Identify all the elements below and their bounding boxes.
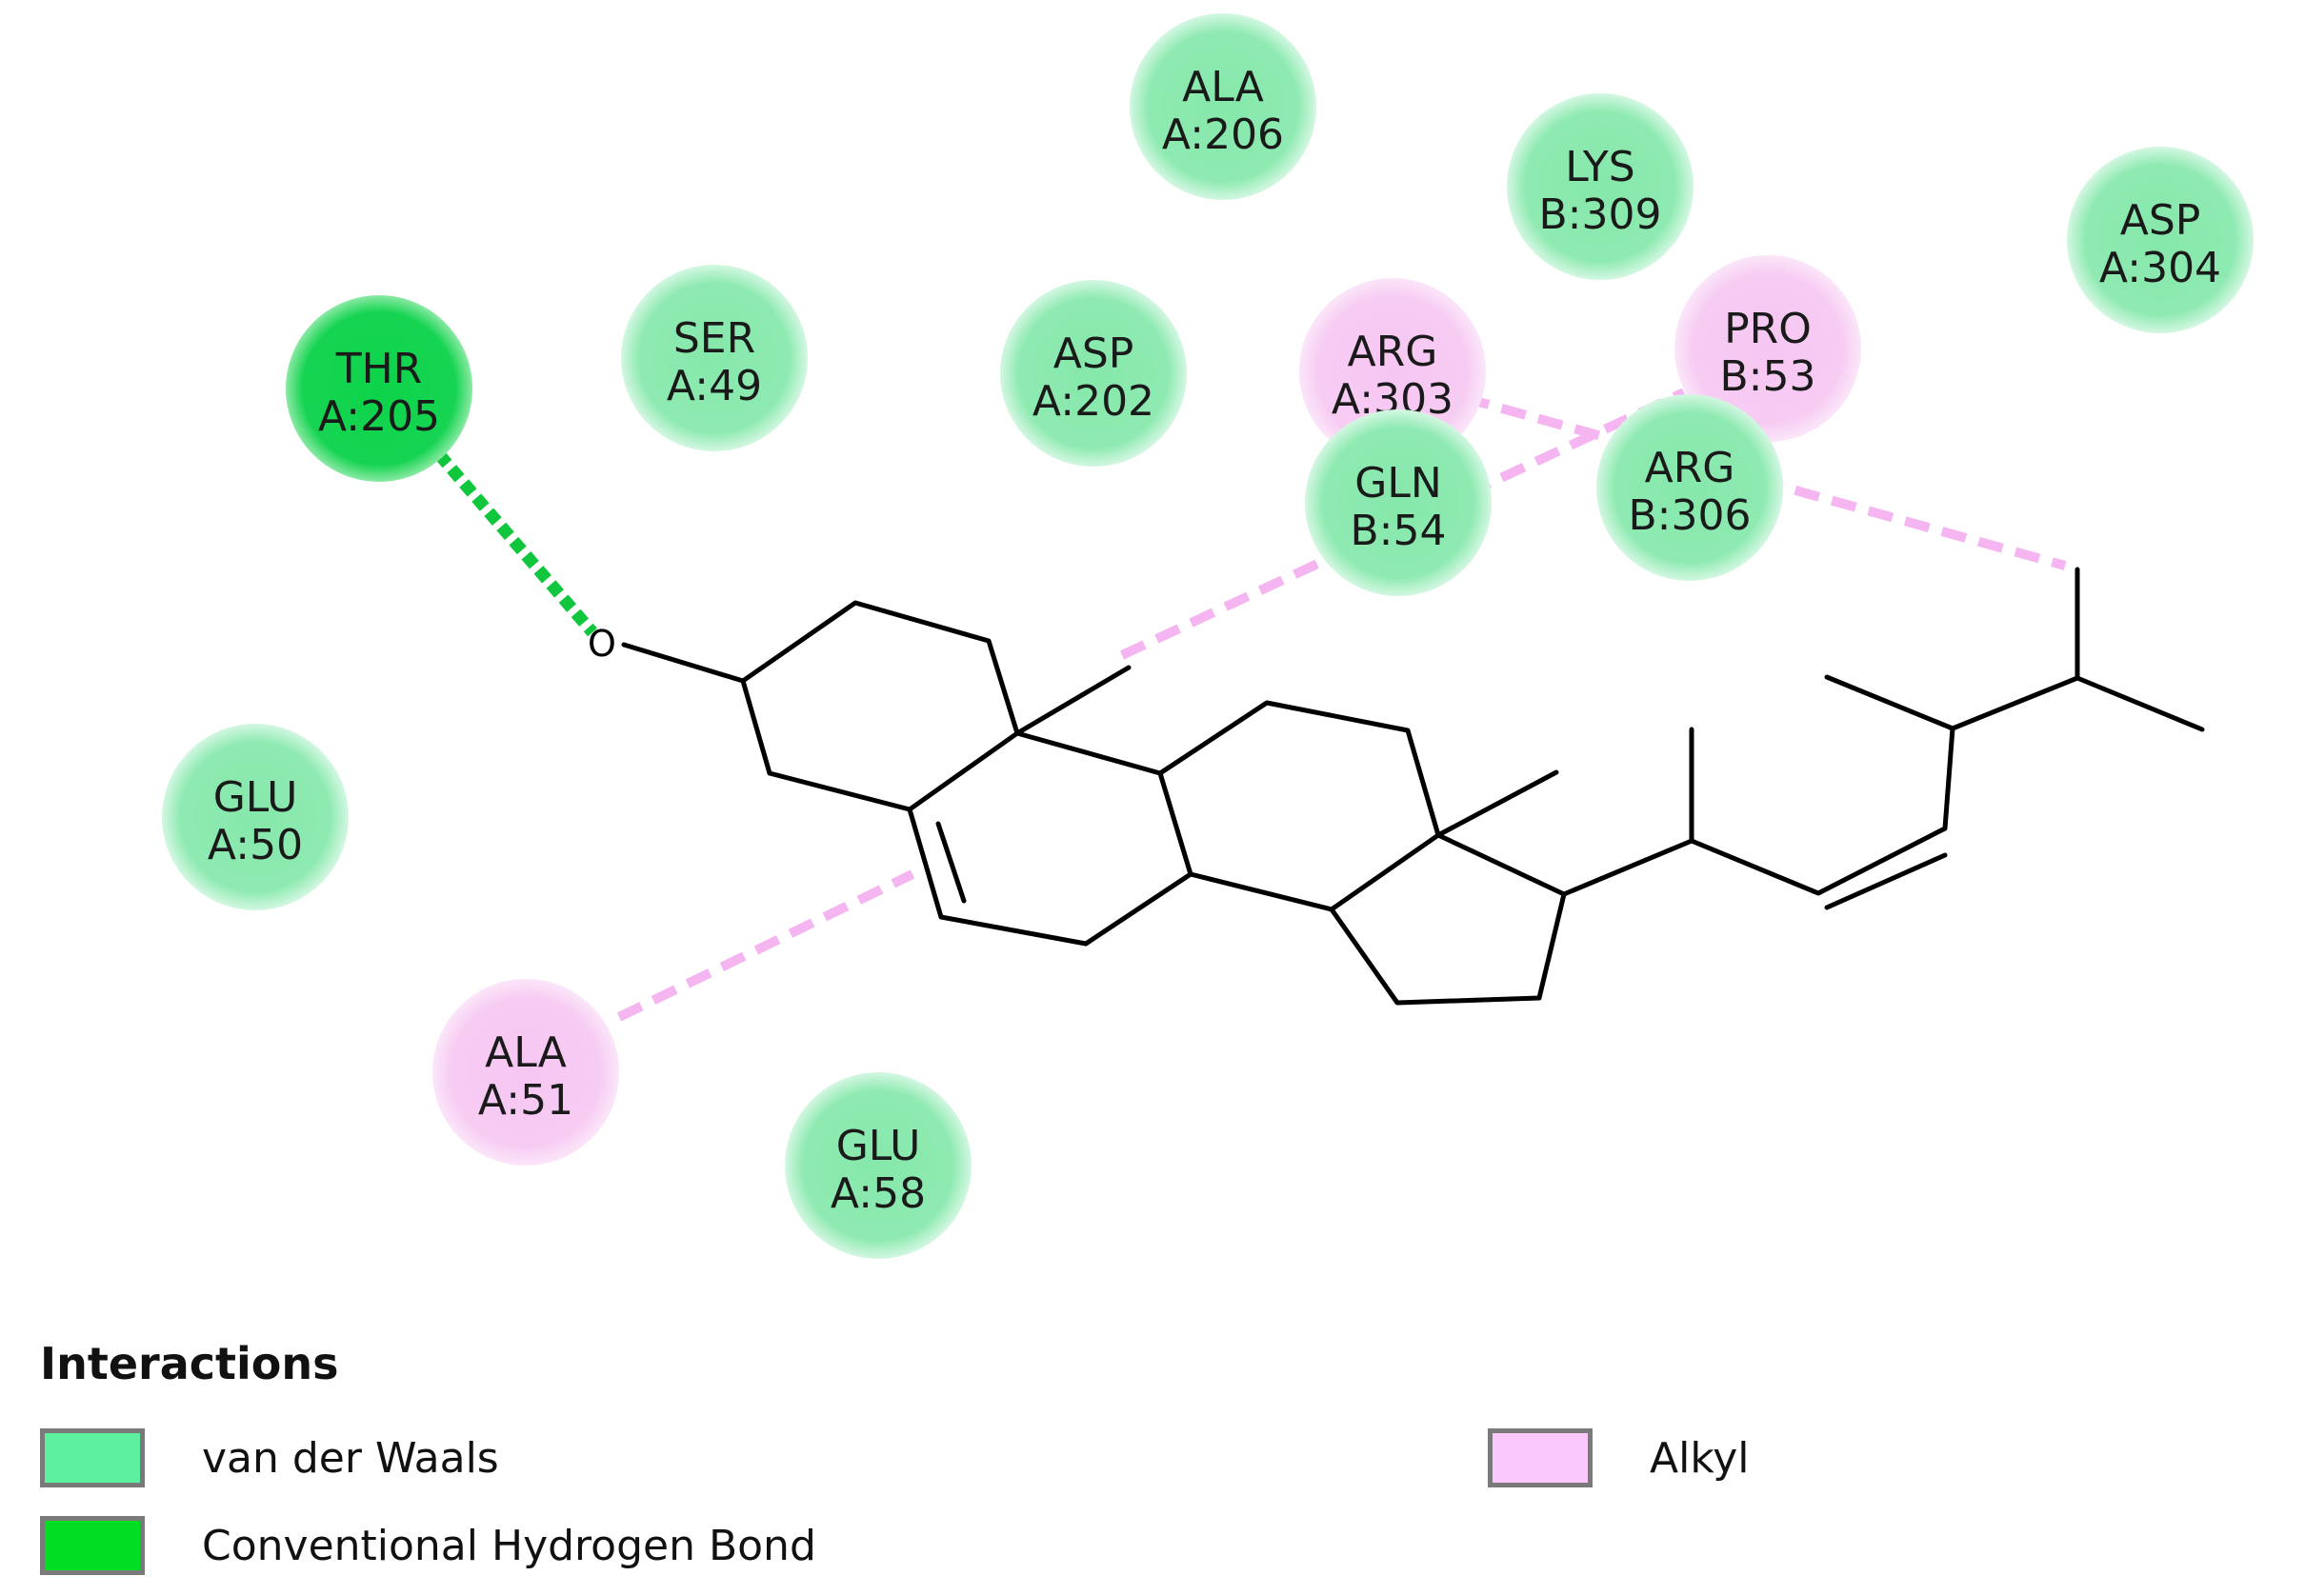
oxygen-atom-label: O xyxy=(588,623,616,665)
legend-title: Interactions xyxy=(40,1338,339,1389)
residue-line1: SER xyxy=(673,314,755,363)
side-chain-bonds xyxy=(1561,675,2205,897)
residue-line2: B:306 xyxy=(1629,491,1752,540)
residue-line2: B:53 xyxy=(1720,352,1816,401)
ring-a-bonds xyxy=(740,600,1020,812)
residue-line1: ARG xyxy=(1645,444,1735,492)
residue-line2: A:49 xyxy=(667,362,762,410)
residue-line2: A:202 xyxy=(1032,377,1154,426)
ring-c-bonds xyxy=(1157,700,1441,912)
residue-disc xyxy=(1000,280,1187,467)
residue-line2: A:51 xyxy=(478,1076,573,1125)
legend-item-alkyl: Alkyl xyxy=(1488,1428,1750,1487)
residue-disc xyxy=(1299,278,1486,465)
residue-disc xyxy=(286,295,472,482)
residue-line1: THR xyxy=(335,345,423,393)
residue-line1: PRO xyxy=(1724,305,1812,353)
residue-disc xyxy=(162,724,349,910)
legend-label-alkyl: Alkyl xyxy=(1650,1433,1750,1483)
residue-line1: LYS xyxy=(1565,143,1634,191)
ethyl-c24 xyxy=(1824,674,1955,731)
residue-disc xyxy=(621,265,808,451)
side-chain-double-bond xyxy=(1824,852,1948,910)
interaction-lines xyxy=(422,388,2067,1022)
residue-line2: A:58 xyxy=(831,1169,926,1218)
legend-item-vdw: van der Waals xyxy=(40,1428,499,1487)
hbond-line-thr-a205 xyxy=(422,435,597,637)
residue-disc xyxy=(785,1072,972,1259)
residue-disc xyxy=(1596,394,1783,581)
residue-line1: ARG xyxy=(1348,328,1438,376)
legend-label-vdw: van der Waals xyxy=(202,1433,499,1483)
residue-disc xyxy=(2067,147,2254,333)
residue-line1: GLN xyxy=(1354,459,1442,508)
alkyl-line-ala-a51 xyxy=(616,869,915,1022)
residue-line2: A:50 xyxy=(208,821,303,869)
residue-line1: ASP xyxy=(1053,329,1134,378)
residue-line2: A:205 xyxy=(318,392,440,441)
ring-d-bonds xyxy=(1329,832,1567,1006)
methyl-c10 xyxy=(1014,665,1132,736)
residue-line1: ASP xyxy=(2120,196,2201,245)
residue-line2: B:54 xyxy=(1351,507,1447,555)
residue-line2: B:309 xyxy=(1539,190,1662,239)
residue-line2: A:304 xyxy=(2099,244,2221,292)
legend-item-hbond: Conventional Hydrogen Bond xyxy=(40,1516,816,1575)
legend-label-hbond: Conventional Hydrogen Bond xyxy=(202,1521,816,1570)
residue-line2: A:206 xyxy=(1162,110,1284,159)
hydroxyl-bond xyxy=(621,642,746,684)
residue-line1: ALA xyxy=(485,1028,567,1077)
residue-line1: ALA xyxy=(1182,63,1264,111)
residue-disc xyxy=(1674,255,1861,442)
residue-disc xyxy=(432,979,619,1166)
ligand-structure: O xyxy=(588,567,2205,1006)
residue-disc xyxy=(1507,93,1694,280)
residue-line1: GLU xyxy=(213,773,298,822)
methyl-c13 xyxy=(1435,769,1559,838)
residue-disc xyxy=(1305,409,1492,596)
residue-disc xyxy=(1130,13,1316,200)
ring-b-bonds xyxy=(907,730,1193,947)
legend-swatch-hbond xyxy=(40,1516,145,1575)
legend-swatch-vdw xyxy=(40,1428,145,1487)
double-bond-inner xyxy=(935,821,967,904)
residue-line1: GLU xyxy=(836,1122,921,1170)
legend-swatch-alkyl xyxy=(1488,1428,1593,1487)
